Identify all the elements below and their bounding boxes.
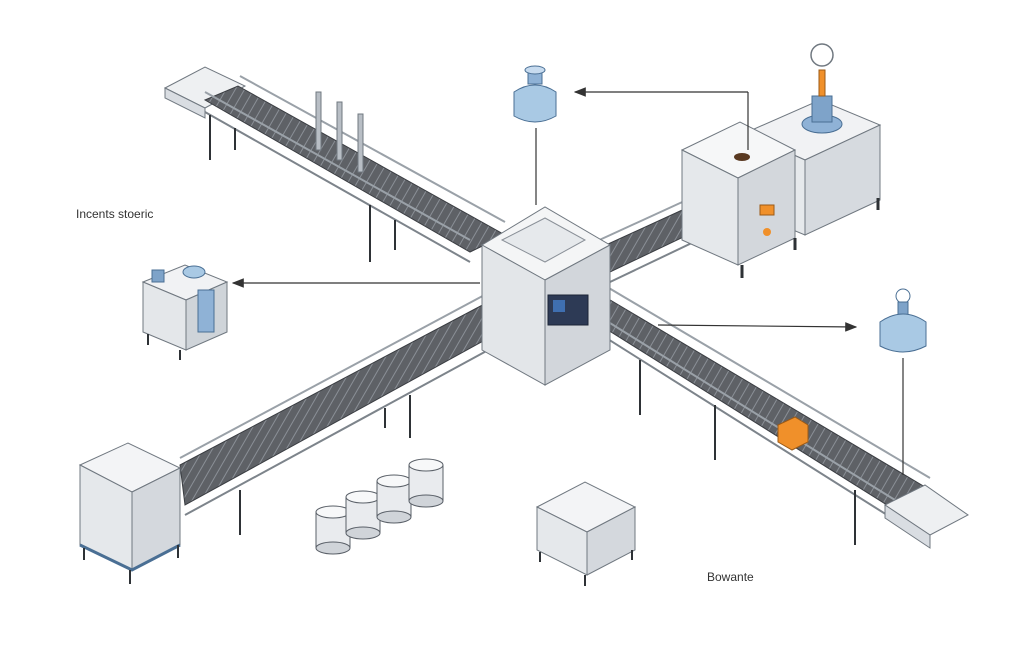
junction-machine bbox=[481, 206, 612, 386]
barrel-icon bbox=[345, 490, 381, 540]
conveyor-lower-right bbox=[558, 277, 969, 549]
flow-arrows bbox=[231, 87, 904, 475]
lamp-icon bbox=[801, 43, 843, 134]
bottom-area-label: Bowante bbox=[707, 570, 754, 584]
incoming-storage-label: Incents stoeric bbox=[76, 207, 154, 221]
processing-machine bbox=[680, 43, 882, 278]
conveyor-lower-left bbox=[179, 291, 527, 535]
barrel-icon bbox=[408, 458, 444, 508]
bottom-left-cabinet bbox=[78, 442, 182, 584]
barrel-icon bbox=[315, 505, 351, 555]
tank-icon-right bbox=[879, 288, 927, 353]
crate-icon bbox=[535, 481, 637, 586]
workstation-icon bbox=[141, 264, 229, 360]
conveyor-upper-left bbox=[163, 66, 507, 263]
tank-icon bbox=[513, 65, 557, 123]
barrel-icon bbox=[376, 474, 412, 524]
barrel-group bbox=[315, 458, 444, 555]
